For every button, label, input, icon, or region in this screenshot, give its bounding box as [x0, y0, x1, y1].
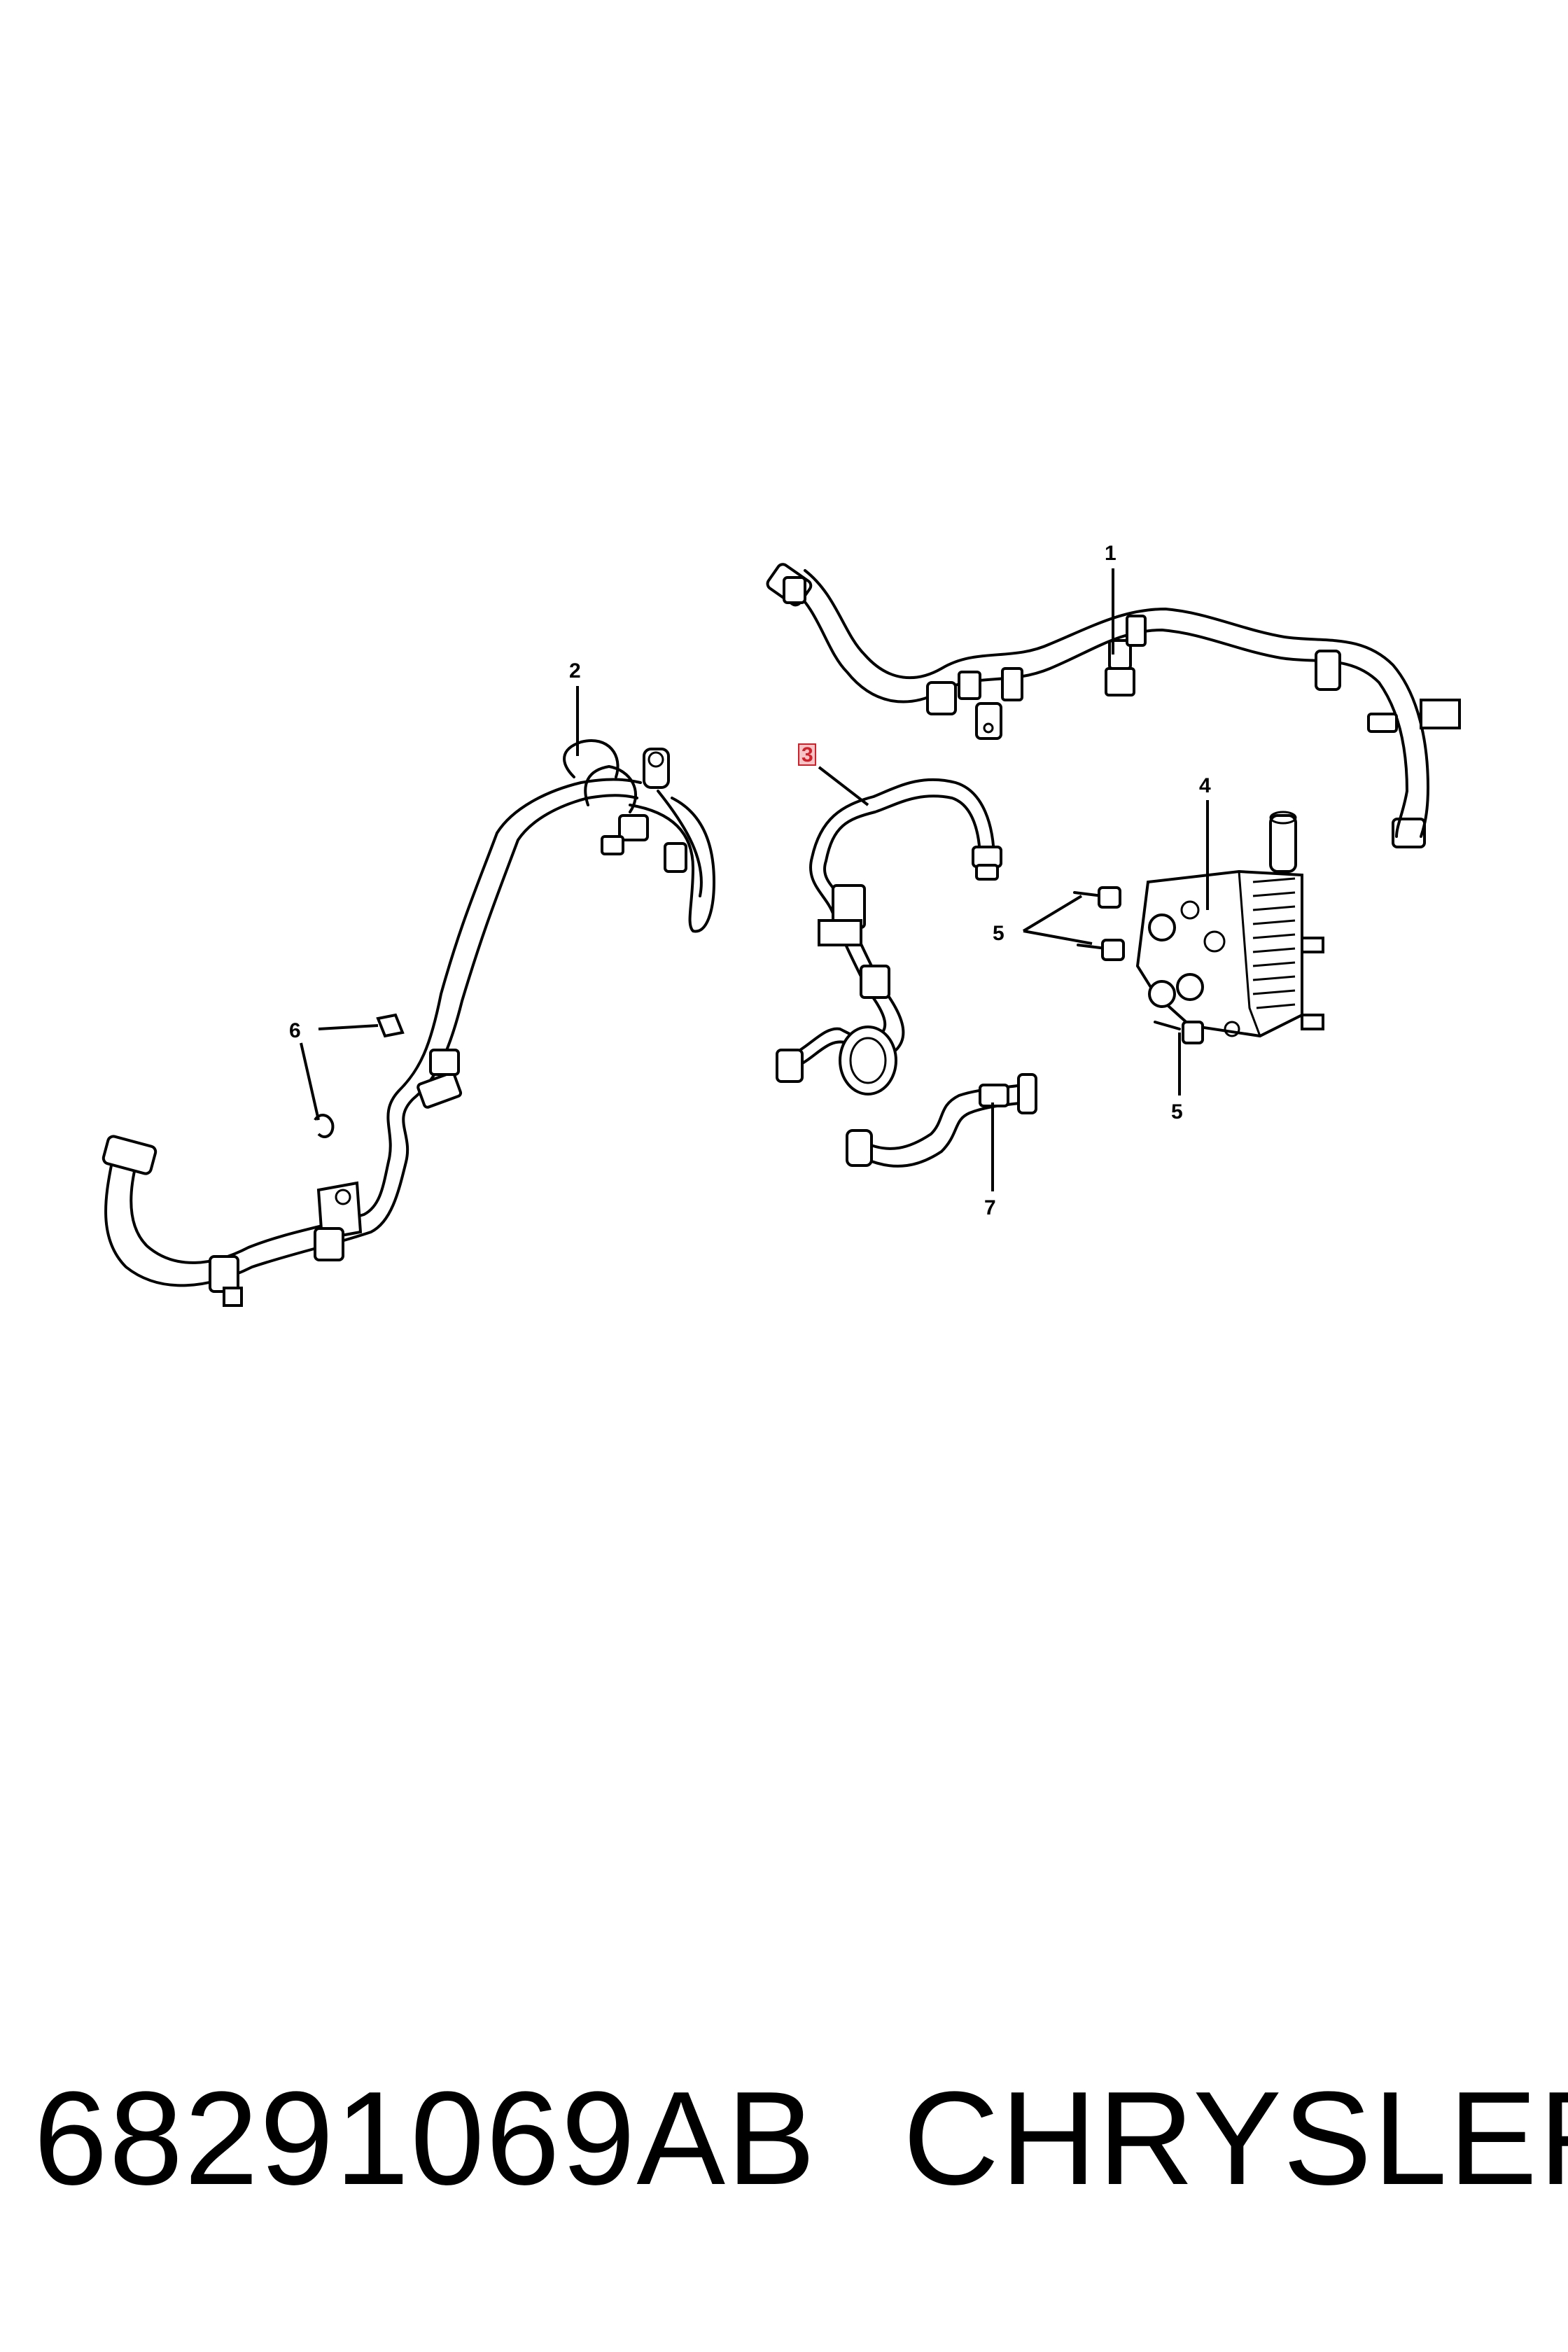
part-number: 68291069AB	[34, 2064, 817, 2213]
part-3-tube	[776, 778, 1002, 1096]
callout-4: 4	[1199, 774, 1211, 797]
part-2-hose	[102, 739, 715, 1307]
callouts: 1 2 3 4 5 5 6 7	[289, 542, 1211, 1219]
callout-3: 3	[802, 743, 813, 766]
callout-5a: 5	[993, 922, 1004, 945]
part-1-hose	[766, 563, 1461, 848]
part-7-tube	[846, 1073, 1037, 1168]
callout-1: 1	[1105, 542, 1116, 565]
leader-lines	[300, 568, 1209, 1191]
callout-5b: 5	[1171, 1100, 1183, 1124]
part-4-cooler	[1135, 811, 1324, 1038]
callout-2: 2	[569, 659, 581, 682]
callout-7: 7	[984, 1196, 996, 1219]
callout-3-highlight	[798, 743, 816, 766]
part-6-clip	[314, 1013, 405, 1138]
part-5-bolts	[1073, 886, 1204, 1044]
brand-name: CHRYSLER	[903, 2064, 1568, 2213]
callout-6: 6	[289, 1019, 301, 1042]
